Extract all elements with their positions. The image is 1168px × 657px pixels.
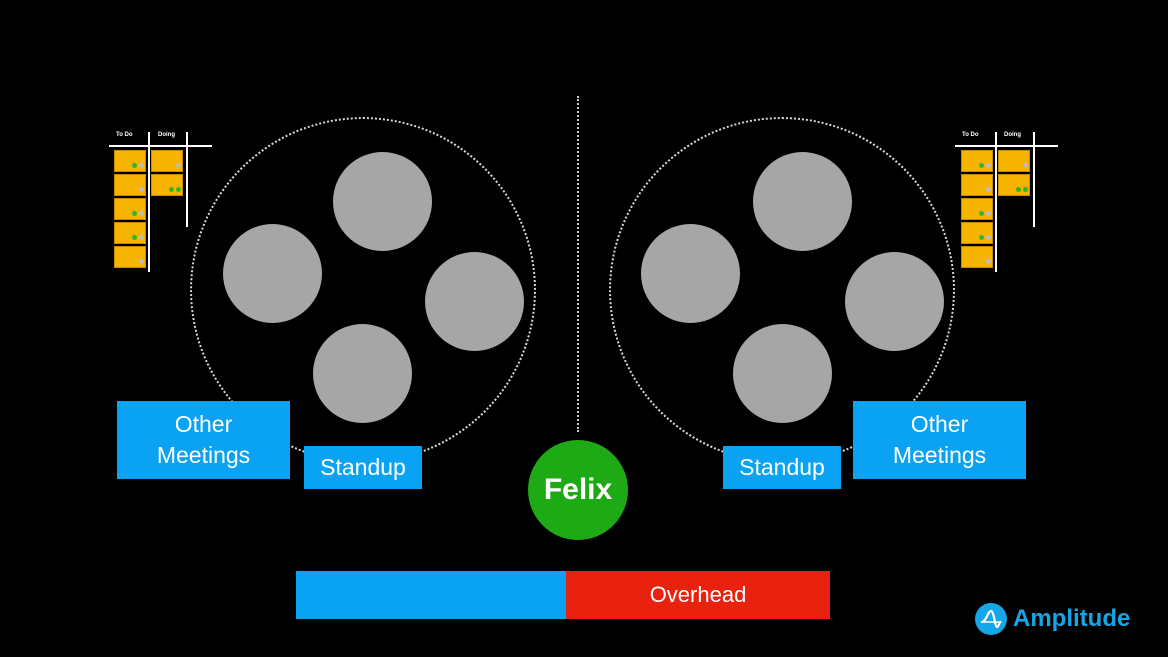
- amplitude-mark-icon: [975, 603, 1007, 635]
- kanban-column-divider: [1033, 132, 1035, 227]
- felix-circle: Felix: [528, 440, 628, 540]
- task-card: [114, 198, 146, 220]
- kanban-column-divider: [148, 132, 150, 272]
- right-other-meetings-label: Other Meetings: [853, 401, 1026, 479]
- left-team-member: [223, 224, 322, 323]
- right-team-member: [733, 324, 832, 423]
- task-card: [961, 174, 993, 196]
- bar-segment-overhead: Overhead: [566, 571, 830, 619]
- amplitude-wordmark: Amplitude: [1013, 605, 1131, 632]
- left-team-member: [425, 252, 524, 351]
- kanban-doing-header: Doing: [1004, 132, 1021, 138]
- left-other-meetings-label: Other Meetings: [117, 401, 290, 479]
- kanban-column-divider: [995, 132, 997, 272]
- right-standup-label: Standup: [723, 446, 841, 489]
- task-card: [998, 174, 1030, 196]
- task-card: [114, 150, 146, 172]
- center-divider: [577, 96, 579, 432]
- task-card: [961, 198, 993, 220]
- task-card: [151, 150, 183, 172]
- left-team-member: [333, 152, 432, 251]
- kanban-todo-header: To Do: [116, 132, 133, 138]
- bar-segment-work: [296, 571, 566, 619]
- right-team-member: [641, 224, 740, 323]
- left-team-member: [313, 324, 412, 423]
- left-standup-label: Standup: [304, 446, 422, 489]
- right-team-member: [753, 152, 852, 251]
- task-card: [998, 150, 1030, 172]
- task-card: [961, 222, 993, 244]
- kanban-header-line: [109, 145, 212, 147]
- task-card: [114, 174, 146, 196]
- kanban-header-line: [955, 145, 1058, 147]
- task-card: [961, 246, 993, 268]
- kanban-todo-header: To Do: [962, 132, 979, 138]
- task-card: [151, 174, 183, 196]
- task-card: [114, 222, 146, 244]
- task-card: [114, 246, 146, 268]
- kanban-column-divider: [186, 132, 188, 227]
- task-card: [961, 150, 993, 172]
- kanban-doing-header: Doing: [158, 132, 175, 138]
- amplitude-logo: Amplitude: [975, 603, 1130, 635]
- right-team-member: [845, 252, 944, 351]
